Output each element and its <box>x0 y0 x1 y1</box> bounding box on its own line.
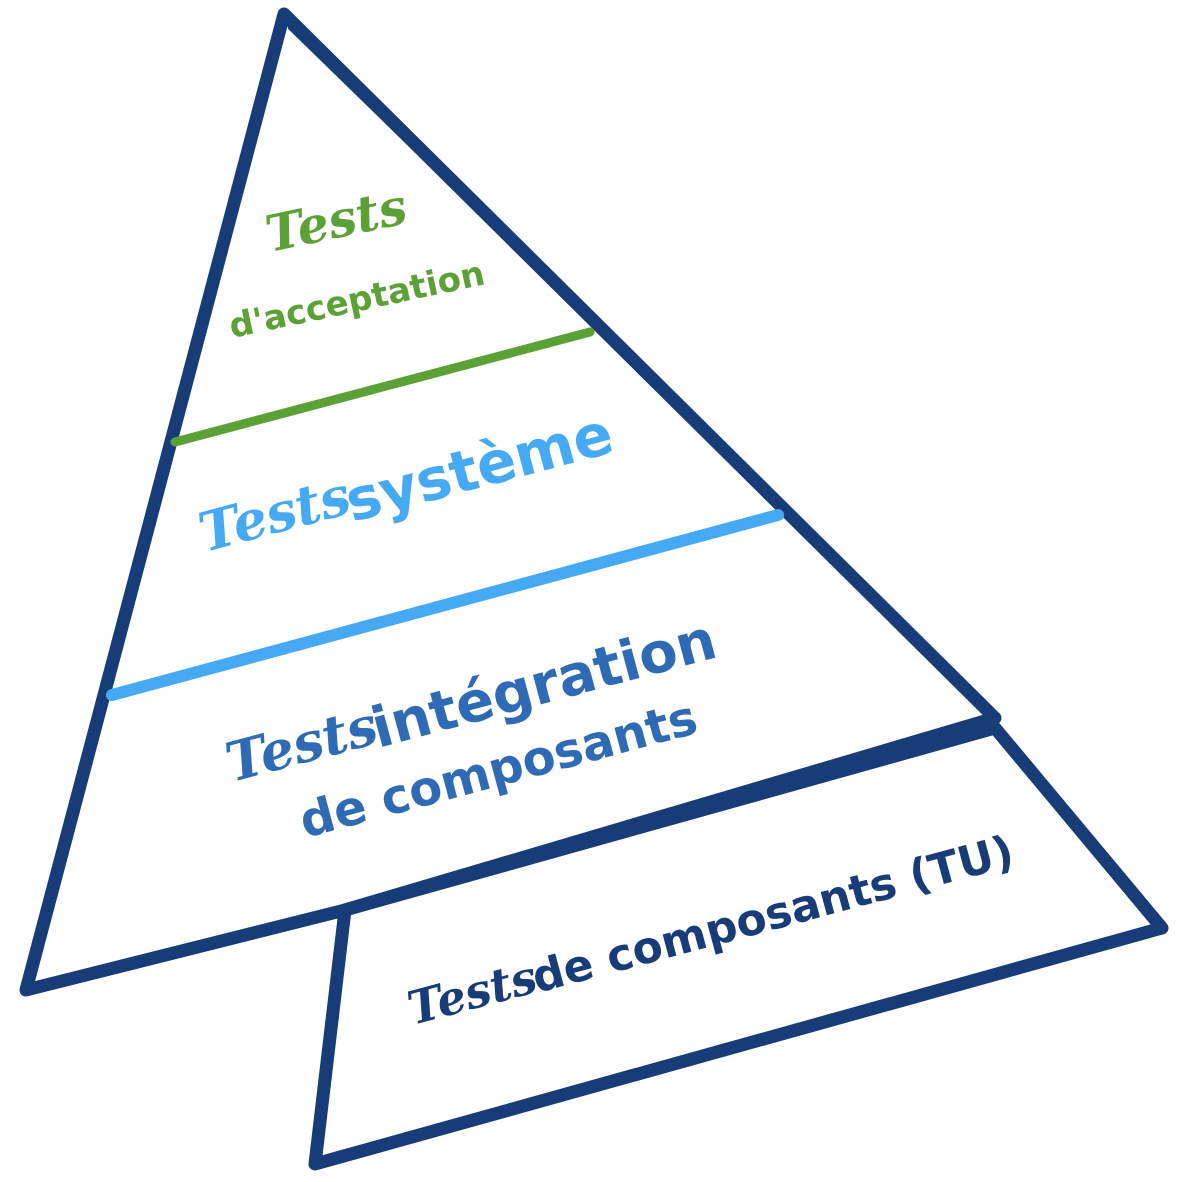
separator-acceptance-system <box>170 327 595 447</box>
base-block-outline <box>308 721 1169 1171</box>
pyramid-sketch-stroke <box>28 26 987 982</box>
separator-system-integration <box>106 509 784 701</box>
